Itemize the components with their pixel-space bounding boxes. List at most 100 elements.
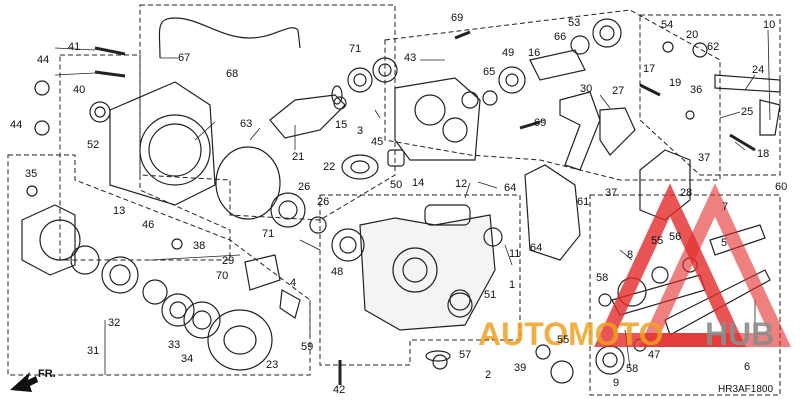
diff-case xyxy=(21,204,76,276)
callout-c55b: 55 xyxy=(557,334,569,346)
cover-plate xyxy=(424,204,471,226)
callout-c26b: 26 xyxy=(317,196,329,208)
callout-c59: 59 xyxy=(301,341,313,353)
sleeve-7 xyxy=(709,224,766,256)
callout-c33: 33 xyxy=(168,339,180,351)
case-14 xyxy=(394,77,481,161)
diagram-code: HR3AF1800 xyxy=(718,384,773,395)
bolt-69-lower xyxy=(519,120,541,130)
callout-c5: 5 xyxy=(721,237,727,249)
callout-c17: 17 xyxy=(643,63,655,75)
seal-1 xyxy=(483,227,503,247)
collar-50 xyxy=(387,149,405,167)
callout-c53: 53 xyxy=(568,17,580,29)
callout-c3: 3 xyxy=(357,125,363,137)
callout-c60: 60 xyxy=(775,181,787,193)
arrow-icon xyxy=(10,372,38,392)
callout-c37a: 37 xyxy=(698,152,710,164)
callout-c11: 11 xyxy=(509,248,520,260)
callout-c30: 30 xyxy=(580,83,592,95)
callout-c39: 39 xyxy=(514,362,526,374)
outline-case-cover xyxy=(139,4,396,221)
bearing-49 xyxy=(498,66,526,94)
bracket-30 xyxy=(559,91,601,171)
breather-tube-68 xyxy=(158,17,301,59)
callout-c68: 68 xyxy=(226,68,238,80)
callout-c40: 40 xyxy=(73,84,85,96)
callout-c6: 6 xyxy=(744,361,750,373)
gear-case-13 xyxy=(109,81,216,206)
actuator-28 xyxy=(639,149,691,221)
bearing-48 xyxy=(331,228,365,262)
bolt-35 xyxy=(26,185,38,197)
bearing-43 xyxy=(372,57,398,83)
watermark-text-right: HUB xyxy=(705,316,774,352)
callout-c34: 34 xyxy=(181,353,193,365)
washer-54 xyxy=(662,41,674,53)
callout-c70: 70 xyxy=(216,270,228,282)
group-outlines xyxy=(7,4,781,396)
coupling-22 xyxy=(341,154,379,180)
callout-c50: 50 xyxy=(390,179,402,191)
collar-20 xyxy=(692,42,708,58)
shaft-16 xyxy=(529,49,586,81)
callout-c15: 15 xyxy=(335,119,347,131)
bearing-33 xyxy=(142,279,168,305)
callout-c47: 47 xyxy=(648,349,660,361)
callout-c36: 36 xyxy=(690,84,702,96)
plug-2 xyxy=(432,354,448,370)
case-bore xyxy=(139,114,211,186)
side-gear xyxy=(70,245,100,275)
callout-c65: 65 xyxy=(483,66,495,78)
callout-c49: 49 xyxy=(502,47,514,59)
ring-gear-32 xyxy=(101,256,139,294)
pinion-gear-21 xyxy=(269,94,346,139)
callout-c32: 32 xyxy=(108,317,120,329)
callout-c48: 48 xyxy=(331,266,343,278)
callout-c29: 29 xyxy=(222,255,234,267)
callout-c4: 4 xyxy=(290,277,296,289)
callout-c42: 42 xyxy=(333,384,345,396)
callout-c21: 21 xyxy=(292,151,304,163)
bracket-29 xyxy=(244,254,281,291)
callout-c51: 51 xyxy=(484,289,496,301)
callout-c27: 27 xyxy=(612,85,624,97)
bolt-41 xyxy=(94,46,126,56)
outline-final-case xyxy=(319,194,521,366)
ring-58 xyxy=(598,293,612,307)
bearing-71-upper xyxy=(347,67,373,93)
callout-c1: 1 xyxy=(509,279,515,291)
callout-c67: 67 xyxy=(178,52,190,64)
seal-55 xyxy=(651,266,669,284)
nut-44-upper xyxy=(34,80,50,96)
callout-c2: 2 xyxy=(485,369,491,381)
callout-c54: 54 xyxy=(661,19,673,31)
callout-c7: 7 xyxy=(722,201,728,213)
callout-c24: 24 xyxy=(752,64,764,76)
clip-36 xyxy=(685,110,695,120)
callout-c69b: 69 xyxy=(534,117,546,129)
final-gear-case-12 xyxy=(359,214,496,331)
callout-c14: 14 xyxy=(412,177,424,189)
callout-c41: 41 xyxy=(68,41,80,53)
callout-c52: 52 xyxy=(87,139,99,151)
callout-c19: 19 xyxy=(669,77,681,89)
callout-c58a: 58 xyxy=(596,272,608,284)
callout-c57: 57 xyxy=(459,349,471,361)
callout-c43: 43 xyxy=(404,52,416,64)
o-ring-63 xyxy=(215,146,281,220)
callout-c16: 16 xyxy=(528,47,540,59)
callout-c8: 8 xyxy=(627,249,633,261)
callout-c66: 66 xyxy=(554,31,566,43)
bearing-71-lower xyxy=(270,192,306,228)
bearing-52 xyxy=(89,101,111,123)
callout-c20: 20 xyxy=(686,29,698,41)
callout-c13: 13 xyxy=(113,205,125,217)
outline-differential xyxy=(7,154,311,376)
washer-38 xyxy=(171,238,183,250)
gasket-61 xyxy=(524,164,581,261)
watermark-text-left: AUTOMOTO xyxy=(478,316,663,352)
callout-c64b: 64 xyxy=(530,242,542,254)
nut-44-lower xyxy=(34,120,50,136)
